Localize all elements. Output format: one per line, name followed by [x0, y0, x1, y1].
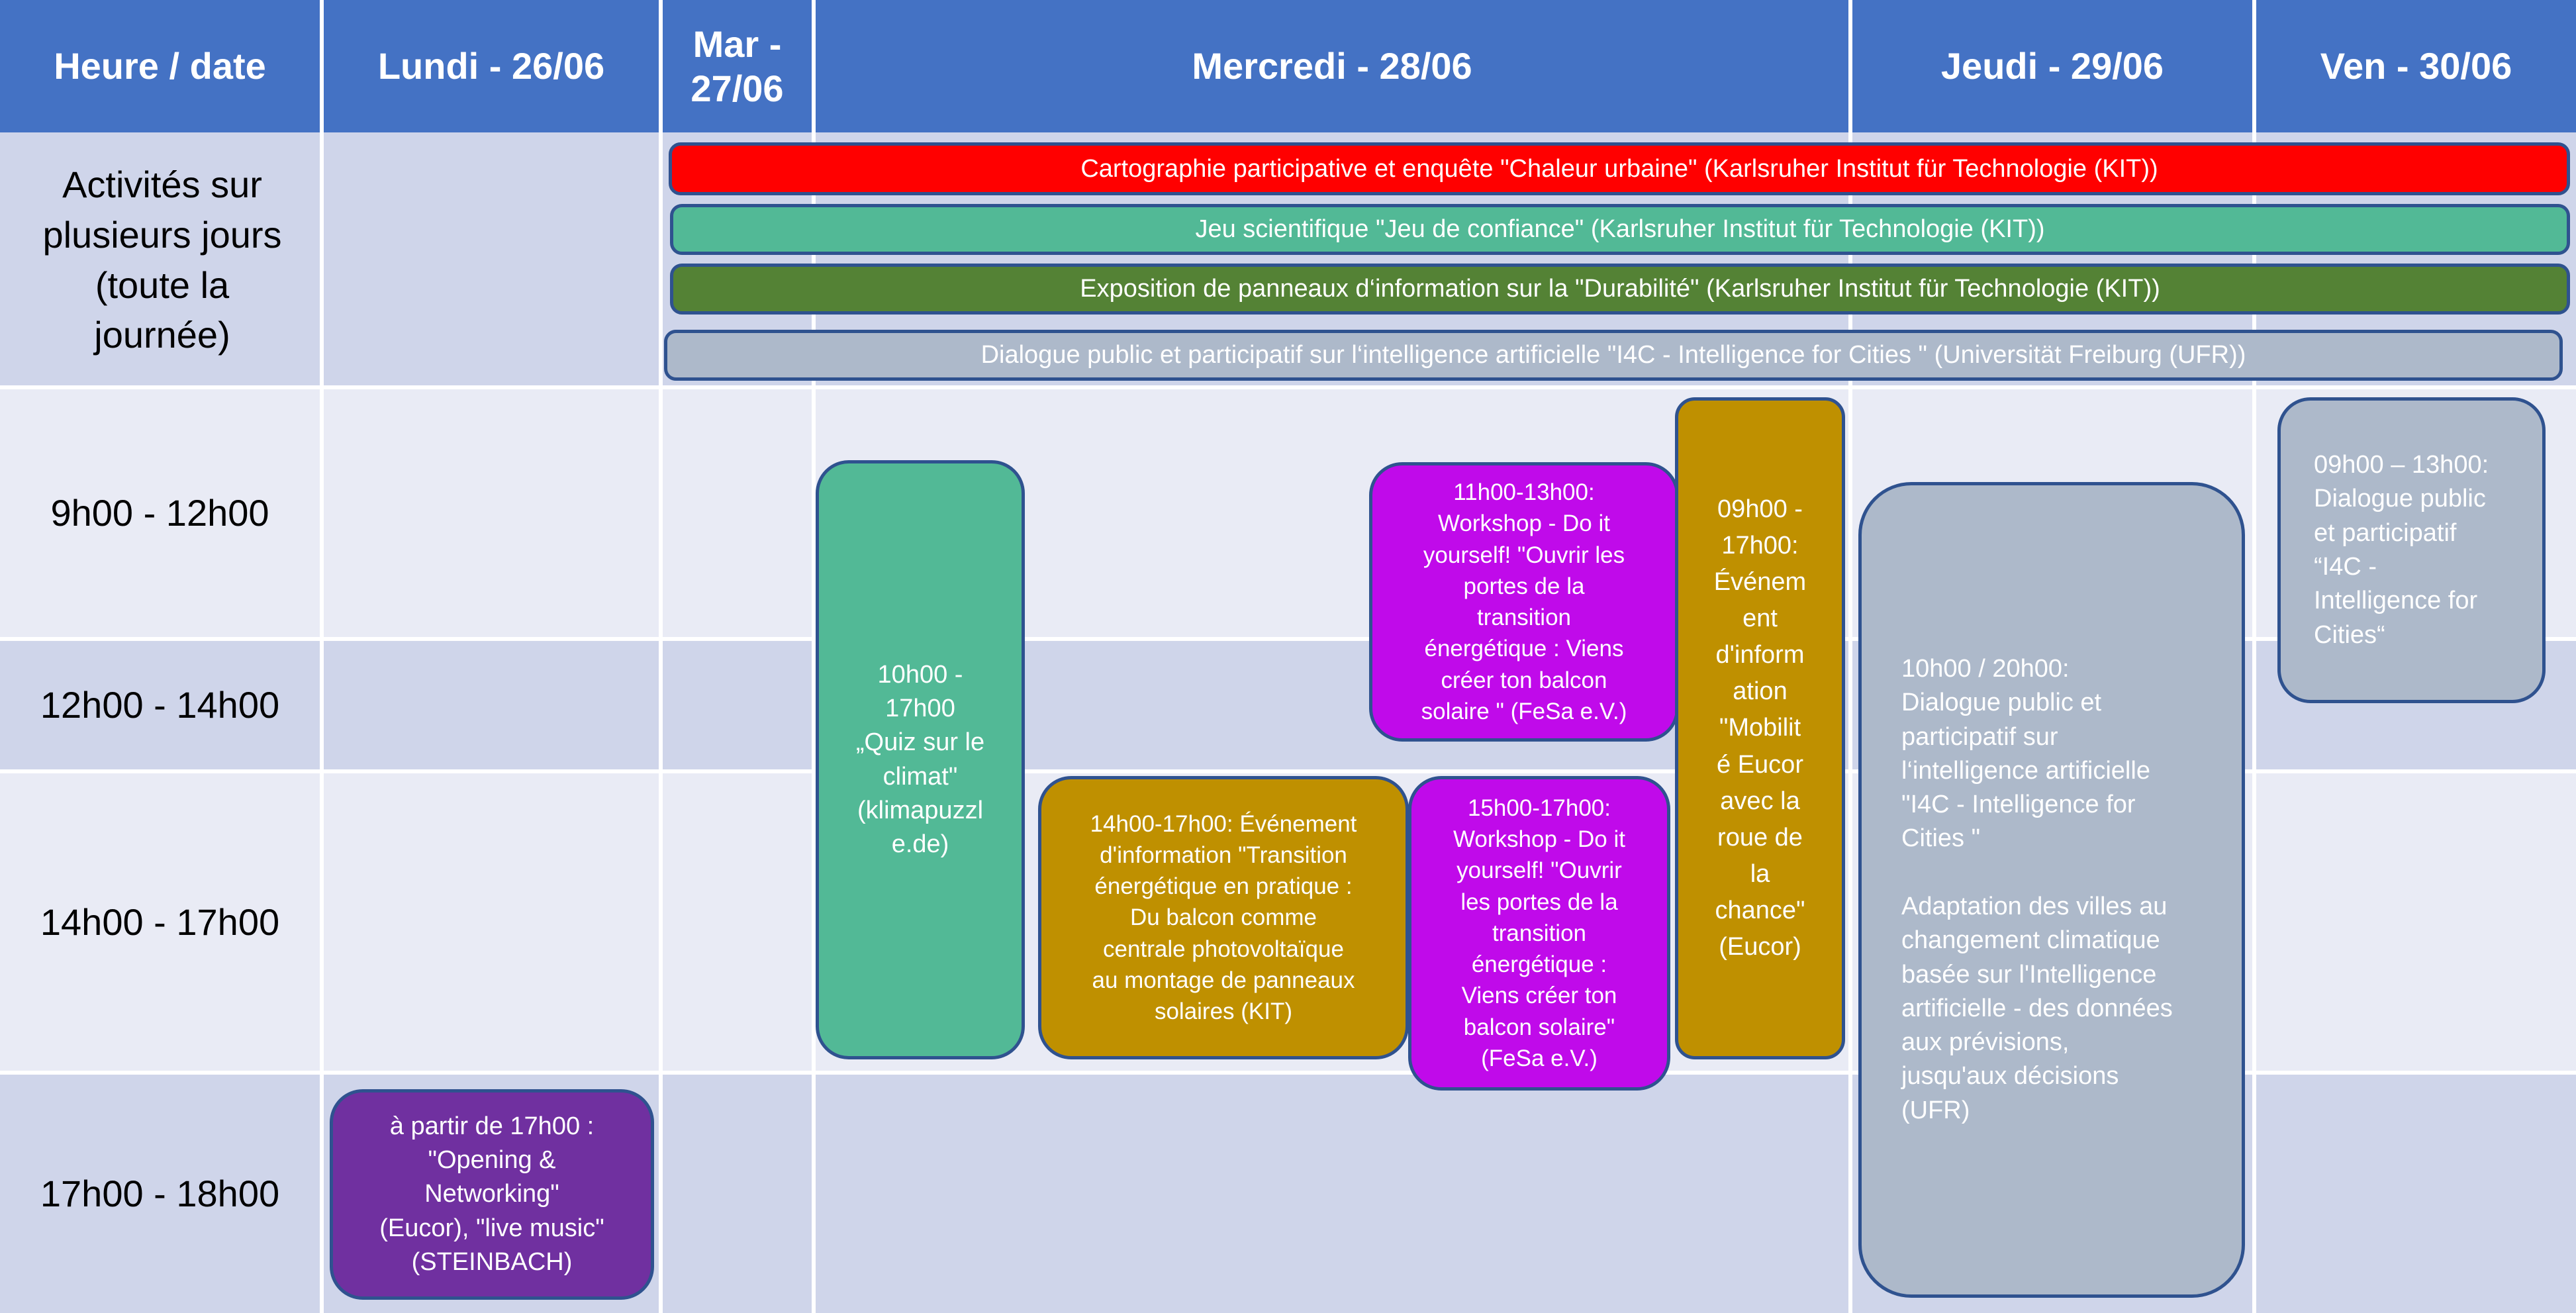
- header-friday: Ven - 30/06: [2256, 0, 2576, 132]
- event-dialogue-jeudi[interactable]: 10h00 / 20h00: Dialogue public et partic…: [1858, 482, 2245, 1298]
- bar-dialogue-i4c[interactable]: Dialogue public et participatif sur l‘in…: [664, 330, 2563, 381]
- event-workshop-balcon-1[interactable]: 11h00-13h00: Workshop - Do it yourself! …: [1369, 462, 1679, 742]
- row-label-9-12: 9h00 - 12h00: [50, 492, 269, 534]
- row-label-multi-day: Activités sur plusieurs jours (toute la …: [42, 164, 282, 356]
- bar-exposition-durabilite[interactable]: Exposition de panneaux d‘information sur…: [670, 264, 2570, 315]
- header-hour-date: Heure / date: [0, 0, 320, 132]
- row-label-12-14: 12h00 - 14h00: [40, 684, 280, 726]
- bar-label: Cartographie participative et enquête "C…: [1080, 154, 2158, 183]
- event-transition-energetique[interactable]: 14h00-17h00: Événement d'information "Tr…: [1038, 776, 1409, 1059]
- grid-line-v: [2252, 0, 2256, 1313]
- row-label-14-17: 14h00 - 17h00: [40, 900, 280, 943]
- grid-line-h: [0, 385, 2576, 389]
- event-opening-networking[interactable]: à partir de 17h00 : "Opening & Networkin…: [330, 1089, 654, 1300]
- event-dialogue-vendredi[interactable]: 09h00 – 13h00: Dialogue public et partic…: [2277, 397, 2546, 703]
- header-tuesday: Mar - 27/06: [663, 0, 812, 132]
- grid-line-h: [0, 769, 2576, 773]
- bar-jeu-de-confiance[interactable]: Jeu scientifique "Jeu de confiance" (Kar…: [670, 204, 2570, 255]
- header-monday: Lundi - 26/06: [324, 0, 659, 132]
- grid-line-v: [659, 0, 663, 1313]
- bar-label: Dialogue public et participatif sur l‘in…: [980, 341, 2246, 369]
- bar-label: Jeu scientifique "Jeu de confiance" (Kar…: [1195, 215, 2045, 243]
- event-workshop-balcon-2[interactable]: 15h00-17h00: Workshop - Do it yourself! …: [1408, 776, 1670, 1091]
- header-thursday: Jeudi - 29/06: [1852, 0, 2252, 132]
- grid-line-v: [320, 0, 324, 1313]
- bar-label: Exposition de panneaux d‘information sur…: [1080, 275, 2160, 303]
- bar-cartographie-chaleur-urbaine[interactable]: Cartographie participative et enquête "C…: [669, 142, 2570, 195]
- event-mobilite-eucor[interactable]: 09h00 - 17h00: Événem ent d'inform ation…: [1675, 397, 1845, 1059]
- grid-line-v: [1848, 0, 1852, 1313]
- grid-line-v: [812, 0, 816, 1313]
- grid-line-h: [0, 637, 2576, 641]
- event-quiz-climat[interactable]: 10h00 - 17h00 „Quiz sur le climat" (klim…: [816, 460, 1025, 1059]
- header-wednesday: Mercredi - 28/06: [816, 0, 1848, 132]
- row-label-17-18: 17h00 - 18h00: [40, 1173, 280, 1215]
- grid-line-h: [0, 1071, 2576, 1075]
